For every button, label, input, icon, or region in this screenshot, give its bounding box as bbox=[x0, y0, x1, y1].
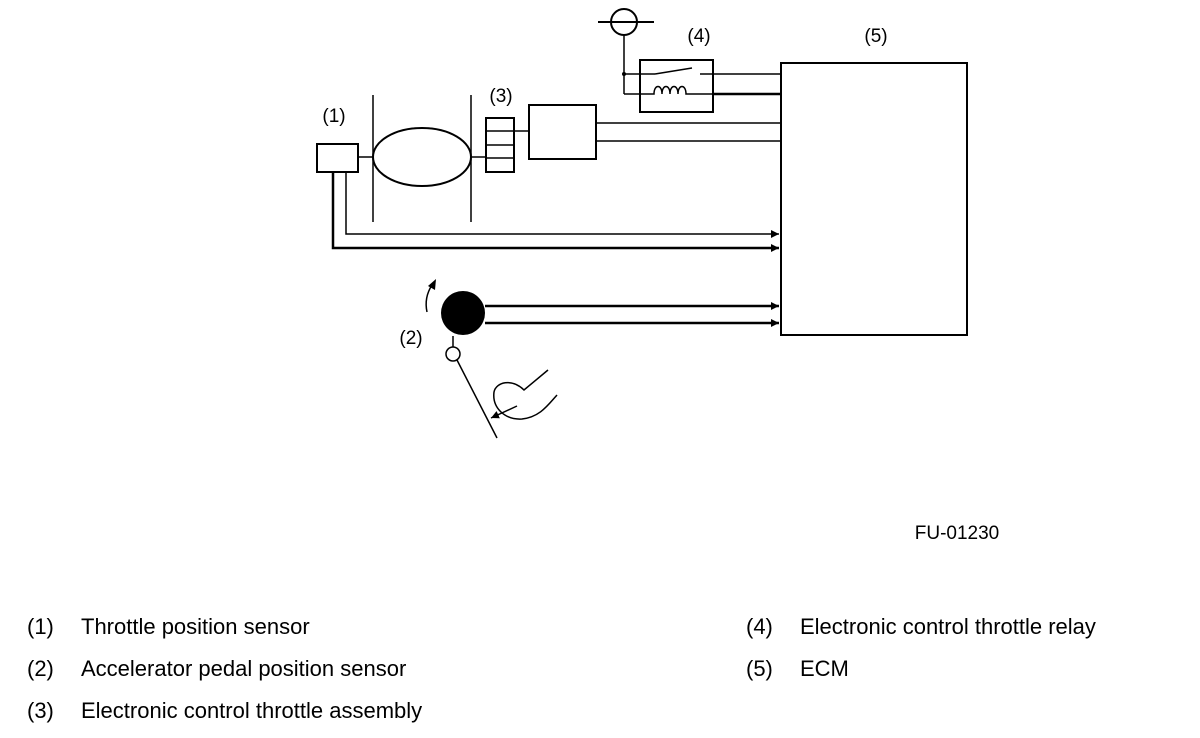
throttle-body bbox=[358, 95, 486, 222]
foot-icon bbox=[493, 369, 558, 420]
motor-ecm-wires bbox=[596, 122, 781, 142]
legend-number: (4) bbox=[746, 614, 773, 639]
callout-5: (5) bbox=[864, 26, 887, 47]
legend-text: Accelerator pedal position sensor bbox=[81, 656, 407, 681]
throttle-valve bbox=[372, 127, 472, 187]
legend-text: Electronic control throttle relay bbox=[800, 614, 1096, 639]
legend-text: Throttle position sensor bbox=[81, 614, 310, 639]
throttle-sensor-signal-wires bbox=[331, 172, 779, 252]
callout-1: (1) bbox=[322, 106, 345, 127]
relay-ecm-wires bbox=[713, 73, 781, 96]
throttle-gear-stack bbox=[485, 117, 515, 173]
legend-text: ECM bbox=[800, 656, 849, 681]
callout-4: (4) bbox=[687, 26, 710, 47]
legend-number: (2) bbox=[27, 656, 54, 681]
callout-3: (3) bbox=[489, 86, 512, 107]
legend-text: Electronic control throttle assembly bbox=[81, 698, 423, 723]
relay-box bbox=[639, 59, 714, 113]
battery-symbol bbox=[598, 8, 654, 95]
legend-number: (5) bbox=[746, 656, 773, 681]
relay-coil-icon bbox=[640, 85, 713, 95]
throttle-motor-box bbox=[528, 104, 597, 160]
throttle-position-sensor-box bbox=[316, 143, 359, 173]
accelerator-pedal-sensor bbox=[425, 279, 485, 362]
legend-number: (1) bbox=[27, 614, 54, 639]
pedal-sensor-wires bbox=[485, 302, 779, 327]
pedal-and-foot bbox=[456, 359, 558, 439]
ecm-box bbox=[780, 62, 968, 336]
rotation-arrow-icon bbox=[425, 284, 433, 313]
legend-number: (3) bbox=[27, 698, 54, 723]
figure-id: FU-01230 bbox=[915, 523, 1000, 544]
callout-2: (2) bbox=[399, 328, 422, 349]
